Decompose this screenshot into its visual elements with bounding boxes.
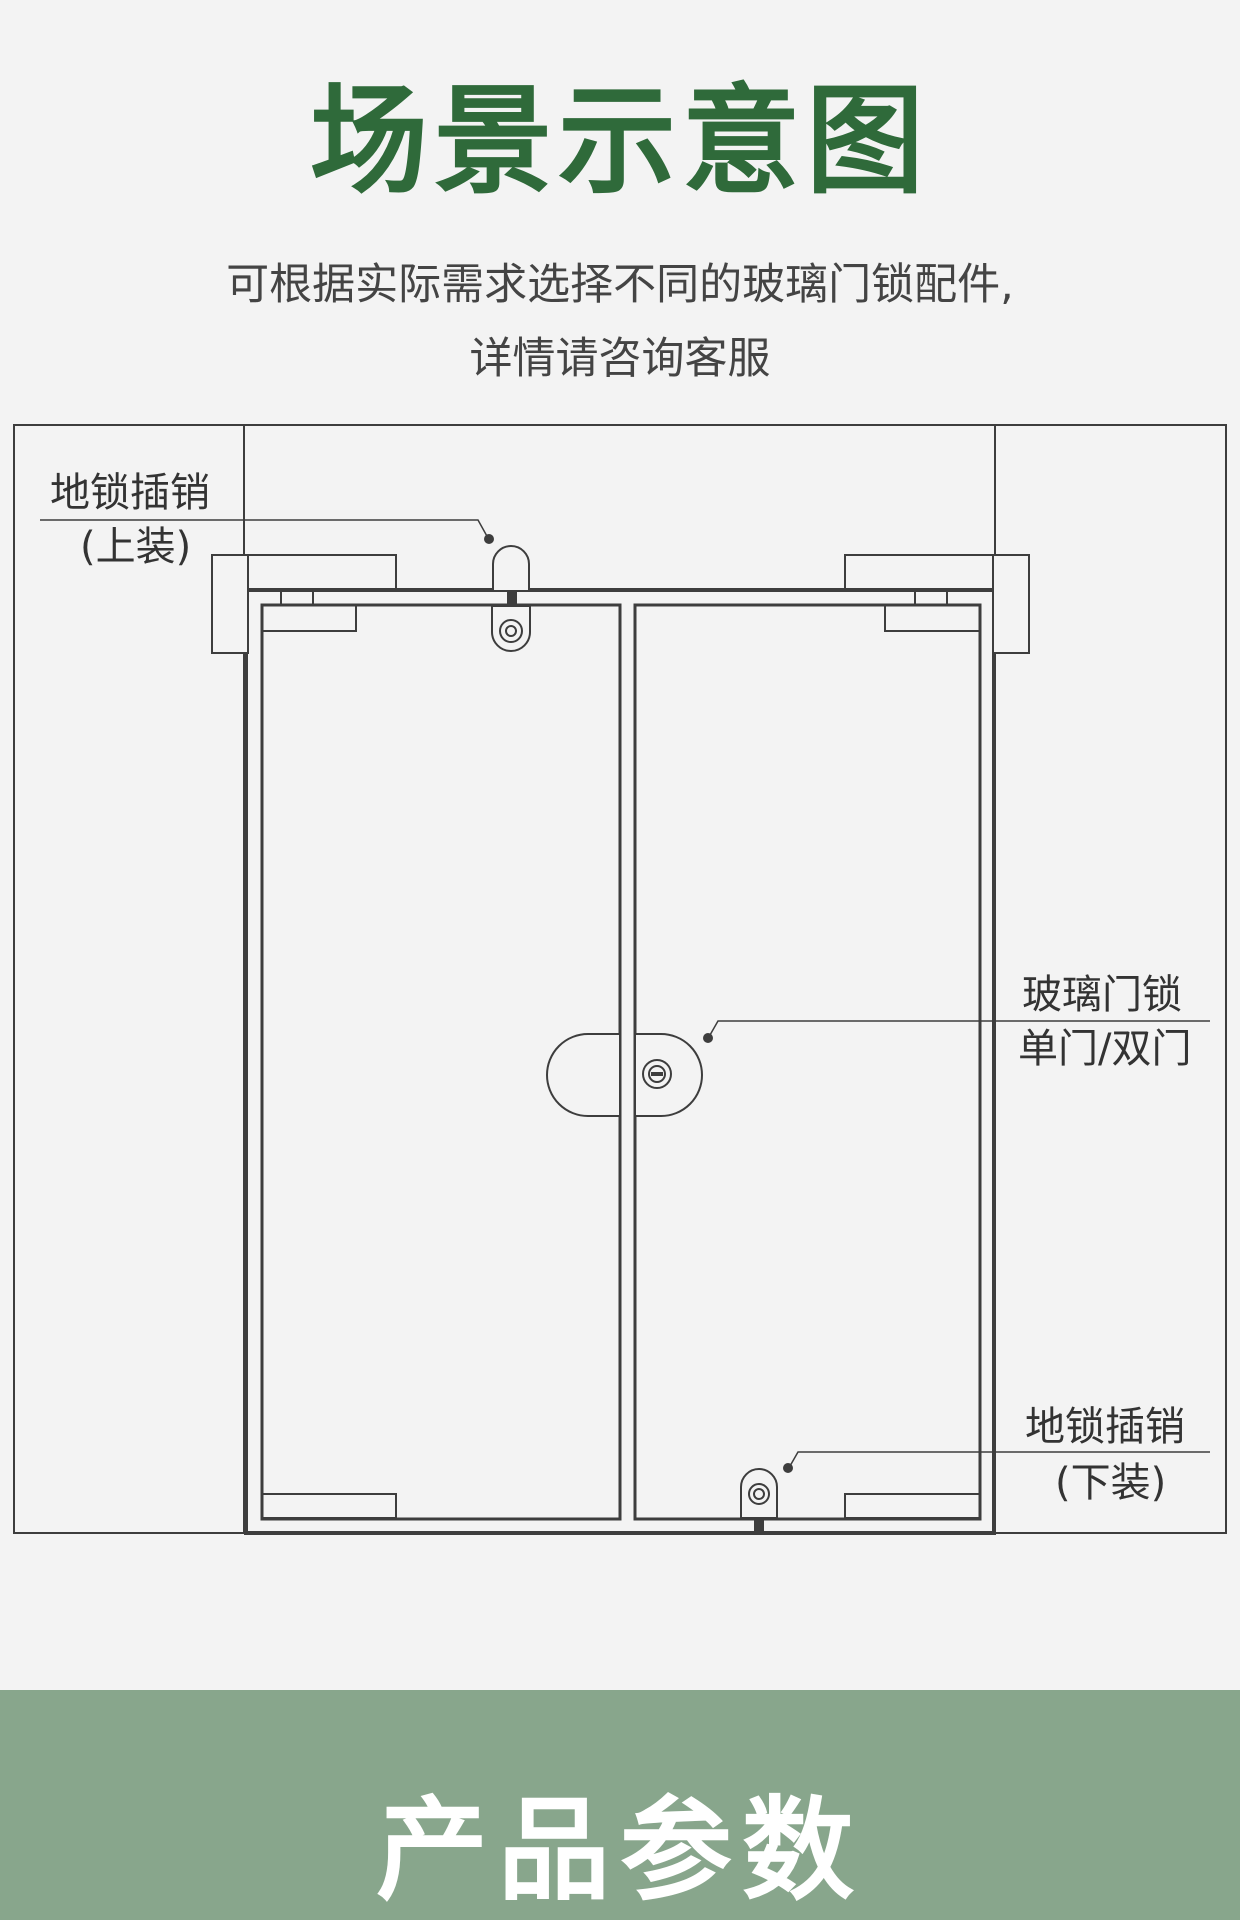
top-floor-bolt-pin — [507, 590, 517, 606]
callout-bottom-line2: (下装) — [1055, 1460, 1167, 1506]
subtitle-line-2: 详情请咨询客服 — [469, 334, 771, 384]
subtitle-line-1: 可根据实际需求选择不同的玻璃门锁配件, — [226, 260, 1014, 310]
callout-dot-bottom — [783, 1463, 793, 1473]
bottom-floor-bolt-keyhole-icon — [748, 1483, 770, 1505]
top-left-hinge-mount — [211, 554, 249, 654]
door-diagram — [13, 424, 1227, 1535]
door-frame — [244, 588, 996, 1535]
center-lock-right-half — [636, 1033, 703, 1117]
callout-leader-center — [709, 1020, 1210, 1036]
center-lock-key-slot — [651, 1072, 663, 1076]
callout-dot-top — [484, 534, 494, 544]
bottom-right-patch-fitting — [844, 1493, 981, 1519]
callout-dot-center — [703, 1033, 713, 1043]
top-floor-bolt-housing — [492, 545, 530, 590]
page-title: 场景示意图 — [309, 72, 930, 210]
footer-title: 产品参数 — [376, 1786, 864, 1916]
center-lock-keyhole-icon — [642, 1059, 672, 1089]
top-right-pivot-plate — [884, 604, 981, 632]
top-floor-bolt-keyhole-icon — [499, 619, 523, 643]
bottom-floor-bolt-pin — [754, 1519, 764, 1533]
callout-top-line2: (上装) — [80, 524, 192, 570]
top-right-hinge-mount — [992, 554, 1030, 654]
callout-bottom-line1: 地锁插销 — [1025, 1404, 1185, 1450]
right-door-leaf — [633, 603, 982, 1521]
top-left-pivot-step — [280, 590, 314, 606]
bottom-floor-bolt-body — [740, 1468, 778, 1519]
callout-center-line2: 单门/双门 — [1018, 1026, 1192, 1072]
top-floor-bolt-keyhole-inner — [505, 625, 517, 637]
top-right-pivot-step — [914, 590, 948, 606]
footer-band — [0, 1690, 1240, 1920]
center-lock-keyhole-inner — [648, 1065, 666, 1083]
callout-center-line1: 玻璃门锁 — [1022, 972, 1182, 1018]
left-door-leaf — [260, 603, 622, 1521]
callout-top-line1: 地锁插销 — [50, 470, 210, 516]
callout-leader-top — [40, 519, 489, 539]
bottom-left-patch-fitting — [261, 1493, 397, 1519]
callout-leader-bottom — [789, 1451, 1210, 1467]
top-left-pivot-plate — [261, 604, 357, 632]
top-floor-bolt-body — [491, 605, 531, 652]
center-lock-left-half — [546, 1033, 619, 1117]
bottom-floor-bolt-keyhole-inner — [753, 1488, 765, 1500]
